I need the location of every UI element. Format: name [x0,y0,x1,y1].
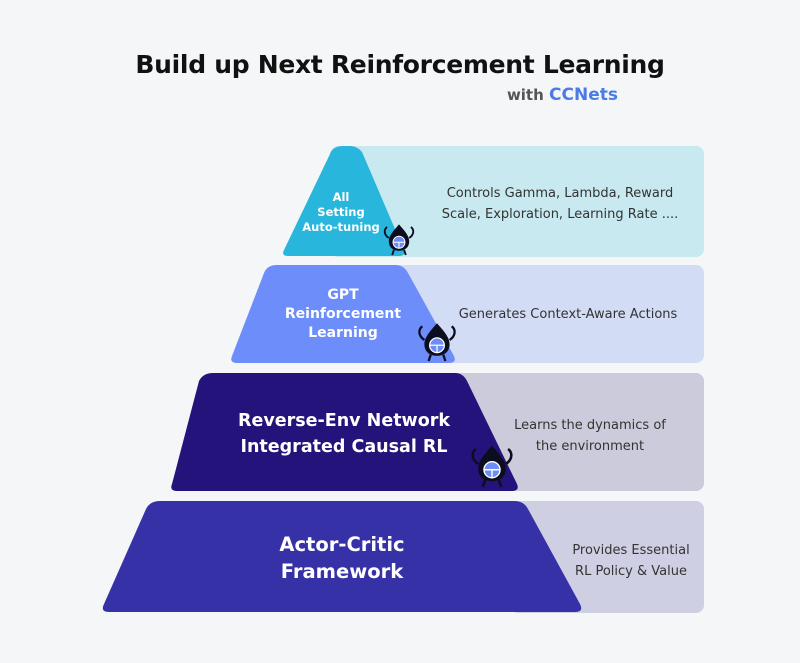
tier-4-description: Provides Essential RL Policy & Value [566,540,696,582]
tier-4-description-line: Provides Essential [572,543,690,558]
tier-4-label-line: Actor-Critic [279,533,405,556]
ccnets-mascot-icon [471,445,513,488]
tier-2-label-line: Learning [308,325,378,341]
tier-3-label-line: Reverse-Env Network [237,411,451,431]
tier-1-description-line: Controls Gamma, Lambda, Reward [446,186,674,201]
tier-2-label-line: Reinforcement [284,306,402,322]
tier-4-label-line: Framework [280,560,404,583]
page-subtitle: with CCNets [507,85,618,105]
tier-1-label-line: All [332,190,350,204]
ccnets-mascot-icon [418,323,456,362]
tier-2-description: Generates Context-Aware Actions [452,304,684,325]
subtitle-prefix: with [506,86,544,104]
tier-3-description-line: the environment [535,439,645,454]
tier-1-label-line: Setting [317,205,365,219]
subtitle-brand: CCNets [549,85,618,105]
tier-4-label: Actor-Critic Framework [232,531,452,585]
tier-3-shape [171,373,518,491]
page-title: Build up Next Reinforcement Learning [135,50,665,79]
tier-2-label: GPT Reinforcement Learning [263,286,423,343]
tier-3-description-line: Learns the dynamics of [514,418,666,433]
tier-3-label: Reverse-Env Network Integrated Causal RL [213,408,475,460]
tier-3-label-line: Integrated Causal RL [240,437,448,457]
tier-2-label-line: GPT [327,287,359,303]
tier-1-label-line: Auto-tuning [302,220,380,234]
tier-1-shape [283,146,405,256]
tier-1-label: All Setting Auto-tuning [296,190,386,235]
tier-3-description: Learns the dynamics of the environment [500,415,680,457]
tier-2-description-line: Generates Context-Aware Actions [458,307,678,322]
tier-1-description: Controls Gamma, Lambda, Reward Scale, Ex… [430,183,690,225]
tier-4-description-line: RL Policy & Value [575,564,687,579]
tier-2-shape [231,265,455,363]
tier-4-shape [102,501,582,612]
tier-1-description-line: Scale, Exploration, Learning Rate .... [441,207,679,222]
ccnets-mascot-icon [383,224,415,256]
